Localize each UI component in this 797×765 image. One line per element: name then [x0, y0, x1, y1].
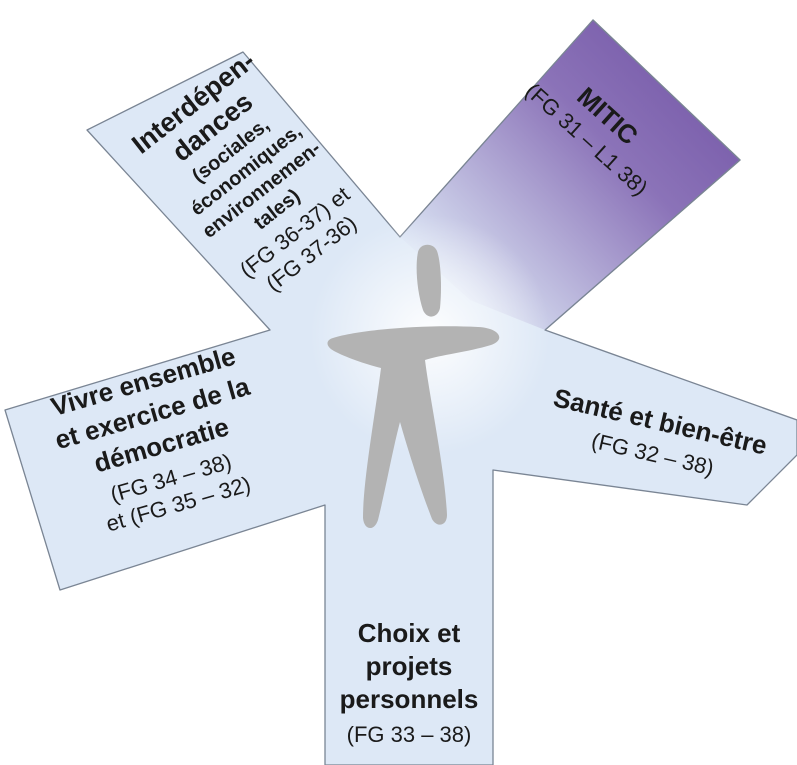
choix-line-4: (FG 33 – 38) [347, 722, 472, 747]
choix-line-1: Choix et [358, 618, 461, 648]
arm-choix-text: Choix et projets personnels (FG 33 – 38) [340, 618, 479, 747]
mitic-arm-outline [399, 19, 741, 331]
choix-line-3: personnels [340, 684, 479, 714]
choix-line-2: projets [366, 651, 453, 681]
human-figure-icon [327, 244, 500, 529]
